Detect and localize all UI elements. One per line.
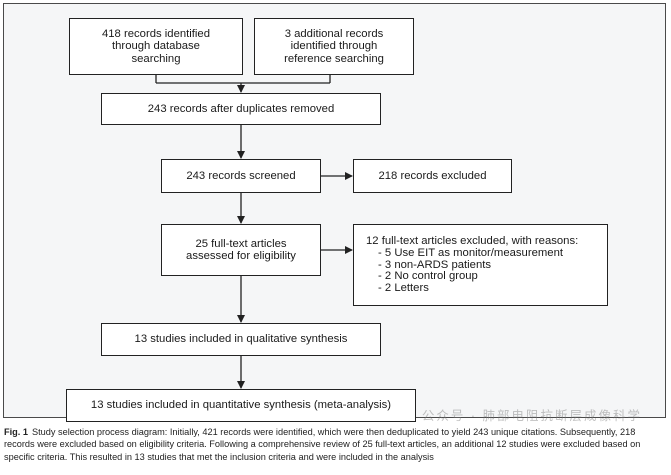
fulltext-assessed-text: 25 full-text articles assessed for eligi… [186, 237, 296, 263]
fulltext-excluded-heading: 12 full-text articles excluded, with rea… [366, 234, 579, 247]
exclusion-reason: - 5 Use EIT as monitor/measurement [378, 247, 564, 260]
quantitative-synthesis-box: 13 studies included in quantitative synt… [66, 389, 416, 422]
figure-caption-text: Study selection process diagram: Initial… [4, 427, 641, 462]
qualitative-synthesis-text: 13 studies included in qualitative synth… [134, 333, 348, 346]
identified-reference-text: 3 additional records identified through … [284, 27, 384, 65]
flow-arrows [155, 75, 353, 389]
identified-database-box: 418 records identified through database … [69, 18, 243, 75]
excluded-box: 218 records excluded [353, 159, 512, 193]
screened-box: 243 records screened [161, 159, 321, 193]
after-duplicates-text: 243 records after duplicates removed [147, 102, 335, 115]
exclusion-reason: - 3 non-ARDS patients [378, 258, 492, 271]
identified-reference-box: 3 additional records identified through … [254, 18, 414, 75]
exclusion-reasons-list: - 5 Use EIT as monitor/measurement - 3 n… [366, 248, 578, 294]
exclusion-reason: - 2 No control group [378, 270, 478, 283]
fulltext-excluded-content: 12 full-text articles excluded, with rea… [366, 234, 579, 295]
fulltext-assessed-box: 25 full-text articles assessed for eligi… [161, 224, 321, 276]
figure-label: Fig. 1 [4, 427, 28, 437]
screened-text: 243 records screened [186, 169, 296, 182]
exclusion-reason: - 2 Letters [378, 281, 429, 294]
quantitative-synthesis-text: 13 studies included in quantitative synt… [90, 399, 392, 412]
after-duplicates-box: 243 records after duplicates removed [101, 93, 381, 125]
qualitative-synthesis-box: 13 studies included in qualitative synth… [101, 323, 381, 356]
excluded-text: 218 records excluded [378, 169, 487, 182]
fulltext-excluded-box: 12 full-text articles excluded, with rea… [353, 224, 608, 306]
identified-database-text: 418 records identified through database … [101, 27, 210, 65]
